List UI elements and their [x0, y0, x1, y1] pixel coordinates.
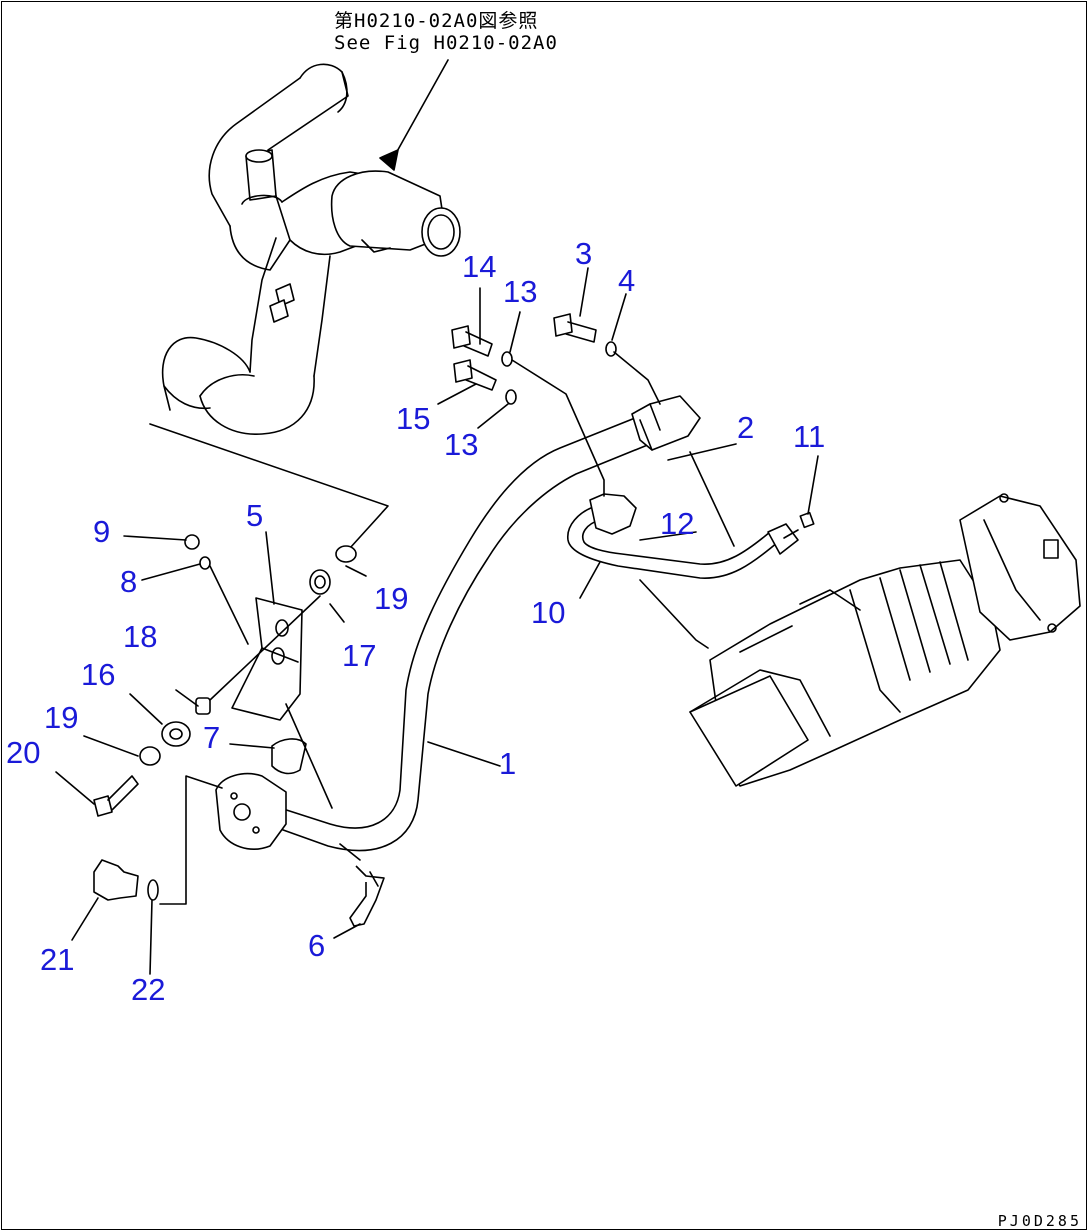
callout-14: 14	[462, 249, 497, 284]
callout-4: 4	[618, 263, 636, 298]
callout-8: 8	[120, 564, 138, 599]
bracket-group	[93, 534, 385, 927]
bolts-group	[451, 313, 617, 405]
reference-note-jp: 第H0210-02A0図参照	[334, 10, 539, 32]
callout-3: 3	[575, 236, 593, 271]
callout-12: 12	[660, 506, 695, 541]
callout-1: 1	[499, 746, 517, 781]
callout-2: 2	[737, 410, 755, 445]
callout-17: 17	[342, 638, 377, 673]
callout-5: 5	[246, 498, 264, 533]
callout-18: 18	[123, 619, 158, 654]
callout-13-lower: 13	[444, 427, 479, 462]
callout-19-right: 19	[374, 581, 409, 616]
callout-19-left: 19	[44, 700, 79, 735]
callout-11: 11	[793, 419, 826, 454]
callout-7: 7	[203, 720, 221, 755]
reference-note-en: See Fig H0210-02A0	[334, 32, 558, 54]
callout-13-upper: 13	[503, 274, 538, 309]
leader-lines	[55, 59, 819, 975]
pipe-1	[215, 395, 701, 852]
callout-22: 22	[131, 972, 166, 1007]
callout-16: 16	[81, 657, 116, 692]
callout-15: 15	[396, 401, 431, 436]
callout-9: 9	[93, 514, 111, 549]
pipe-10	[567, 493, 815, 579]
callout-21: 21	[40, 942, 75, 977]
drawing-code: PJ0D285	[997, 1212, 1082, 1230]
callout-6: 6	[308, 928, 326, 963]
callout-10: 10	[531, 595, 566, 630]
callout-20: 20	[6, 735, 41, 770]
starter-motor	[689, 493, 1081, 787]
exhaust-assembly	[149, 63, 461, 549]
